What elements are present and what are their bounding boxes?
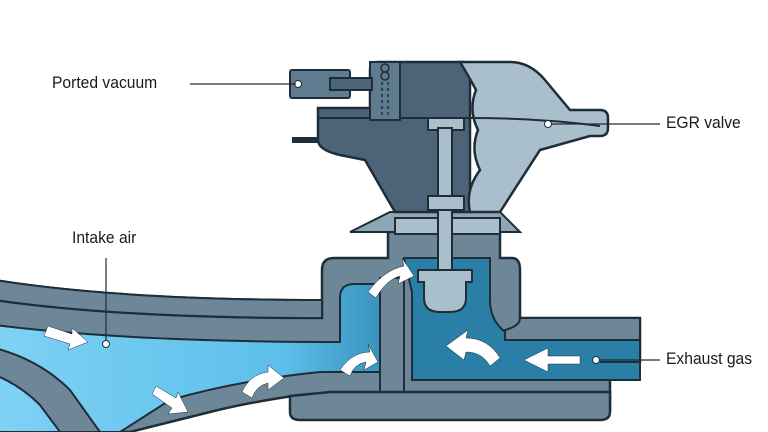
label-intake-air: Intake air — [72, 228, 137, 247]
exhaust-pipe-top-wall — [504, 317, 641, 341]
intake-channel — [0, 283, 381, 432]
exhaust-pipe-bottom — [600, 340, 641, 363]
egr-pointer-dot — [544, 120, 552, 128]
intake-arrow-5 — [367, 257, 415, 299]
valve-pintle — [417, 269, 473, 313]
housing-cutaway-light — [457, 60, 610, 214]
intake-arrow-2 — [151, 385, 189, 415]
intake-pipe-top-wall — [0, 279, 323, 320]
flow-arrows — [43, 257, 581, 415]
port-block — [369, 61, 401, 121]
control-spring — [380, 63, 390, 118]
leader-lines — [105, 83, 660, 361]
label-egr-valve: EGR valve — [666, 113, 741, 132]
intake-arrow-1 — [43, 325, 89, 351]
valve-neck — [349, 211, 523, 235]
exhaust-pointer-dot — [592, 356, 600, 364]
exhaust-arrow-2 — [445, 329, 501, 367]
stem-guide — [427, 195, 465, 211]
valve-stem-assembly — [417, 117, 473, 313]
egr-valve-housing — [289, 60, 610, 214]
exhaust-arrow-1 — [523, 347, 581, 373]
intake-pipe-bottom-wall — [0, 348, 102, 432]
bottom-flange — [288, 390, 612, 422]
manifold-casting — [0, 230, 642, 432]
label-exhaust-gas: Exhaust gas — [666, 349, 753, 368]
intake-pointer-dot — [102, 340, 110, 348]
divider-wall — [379, 277, 405, 393]
intake-arrow-4 — [339, 343, 379, 377]
vacuum-nipple — [289, 69, 373, 99]
intake-arrow-3 — [241, 364, 285, 399]
pointer-dots — [102, 340, 600, 364]
label-ported-vacuum: Ported vacuum — [52, 73, 158, 92]
